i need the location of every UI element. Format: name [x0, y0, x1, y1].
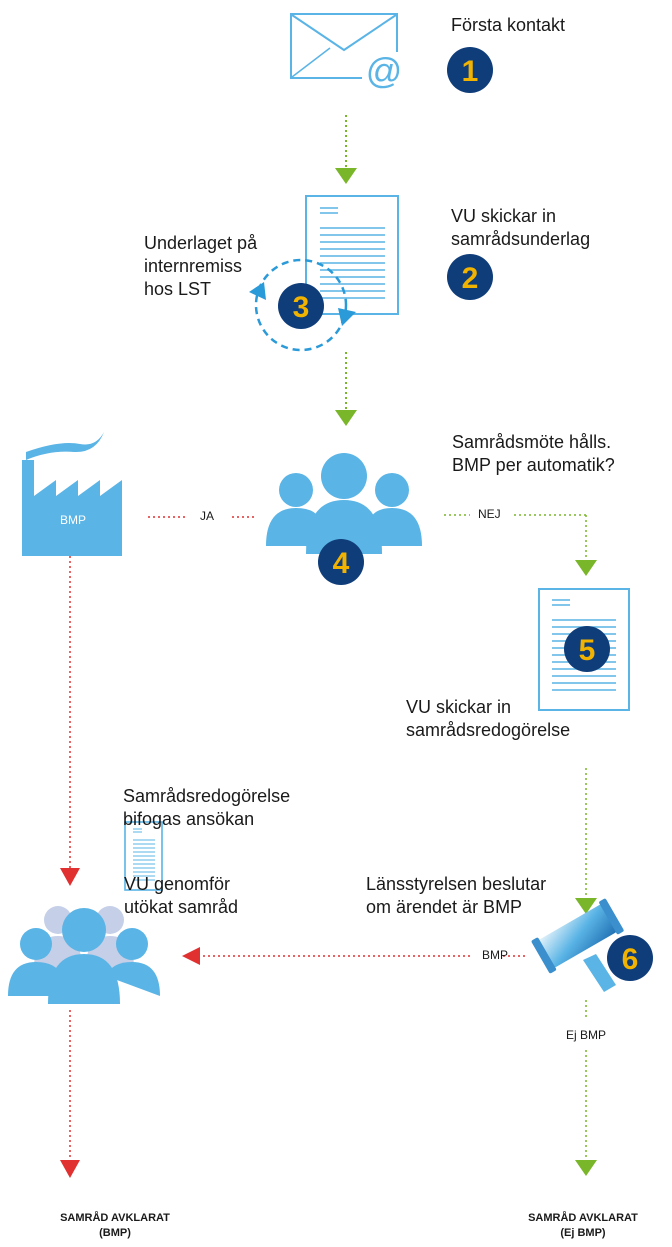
yes-connector-label: JA [200, 509, 215, 523]
connector-ej-bmp [575, 1000, 597, 1176]
step-5-label-line-1: VU skickar in [406, 697, 512, 717]
step-4-label-line-2: BMP per automatik? [452, 455, 615, 475]
attachment-label-line-2: bifogas ansökan [123, 809, 255, 829]
outcome-bmp: SAMRÅD AVKLARAT (BMP) [20, 1211, 210, 1241]
step-4-label-line-1: Samrådsmöte hålls. [452, 432, 612, 452]
gavel-icon [531, 898, 624, 992]
attachment-label: Samrådsredogörelse bifogas ansökan [123, 785, 290, 831]
envelope-icon: @ [290, 13, 406, 91]
connector-1-2 [335, 115, 357, 184]
svg-text:4: 4 [333, 547, 350, 580]
connector-5-6 [575, 768, 597, 914]
step-3-badge: 3 [278, 283, 324, 329]
step-6-label-line-1: Länsstyrelsen beslutar [366, 874, 547, 894]
step-6-label: Länsstyrelsen beslutar om ärendet är BMP [366, 873, 546, 919]
connector-nej [444, 514, 597, 576]
attachment-label-line-1: Samrådsredogörelse [123, 786, 291, 806]
meeting-people-icon [266, 453, 422, 554]
step-2-badge: 2 [447, 254, 493, 300]
outcome-not-bmp-line-1: SAMRÅD AVKLARAT [528, 1212, 638, 1224]
step-3-label: Underlaget på internremiss hos LST [144, 232, 257, 301]
connector-bmp [182, 947, 525, 965]
document-icon [305, 195, 399, 315]
factory-label: BMP [60, 513, 87, 527]
step-3-label-line-2: internremiss [144, 256, 243, 276]
connector-3-4 [335, 352, 357, 426]
step-3-label-line-3: hos LST [144, 279, 212, 299]
extended-consultation-label-line-1: VU genomför [124, 874, 231, 894]
step-6-badge: 6 [607, 935, 653, 981]
svg-text:2: 2 [462, 262, 479, 295]
step-1-label: Första kontakt [451, 15, 566, 35]
outcome-not-bmp: SAMRÅD AVKLARAT (Ej BMP) [488, 1211, 672, 1241]
step-2-label-line-2: samrådsunderlag [451, 229, 591, 249]
step-5-badge: 5 [564, 626, 610, 672]
svg-text:1: 1 [462, 55, 479, 88]
step-2-label-line-1: VU skickar in [451, 206, 557, 226]
extended-consultation-people-icon [8, 906, 160, 1004]
svg-text:5: 5 [579, 634, 596, 667]
review-cycle-icon [249, 258, 356, 352]
connector-extended-final [60, 1010, 80, 1178]
extended-consultation-label-line-2: utökat samråd [124, 897, 239, 917]
svg-text:3: 3 [293, 291, 310, 324]
step-2-label: VU skickar in samrådsunderlag [451, 205, 590, 251]
step-1-badge: 1 [447, 47, 493, 93]
not-bmp-connector-label: Ej BMP [566, 1028, 607, 1042]
attachment-document-icon [124, 821, 163, 891]
factory-icon [22, 432, 122, 556]
outcome-bmp-line-2: (BMP) [99, 1227, 131, 1239]
step-3-label-line-1: Underlaget på [144, 233, 258, 253]
step-5-label: VU skickar in samrådsredogörelse [406, 696, 570, 742]
step-4-badge: 4 [318, 539, 364, 585]
outcome-bmp-line-1: SAMRÅD AVKLARAT [60, 1212, 170, 1224]
bmp-connector-label: BMP [482, 948, 509, 962]
svg-text:6: 6 [622, 943, 639, 976]
extended-consultation-label: VU genomför utökat samråd [124, 873, 238, 919]
svg-text:@: @ [366, 50, 403, 91]
outcome-not-bmp-line-2: (Ej BMP) [560, 1227, 606, 1239]
connector-factory-extended [60, 556, 80, 886]
step-4-label: Samrådsmöte hålls. BMP per automatik? [452, 431, 615, 477]
step-5-label-line-2: samrådsredogörelse [406, 720, 571, 740]
step-6-label-line-2: om ärendet är BMP [366, 897, 523, 917]
no-connector-label: NEJ [478, 507, 501, 521]
